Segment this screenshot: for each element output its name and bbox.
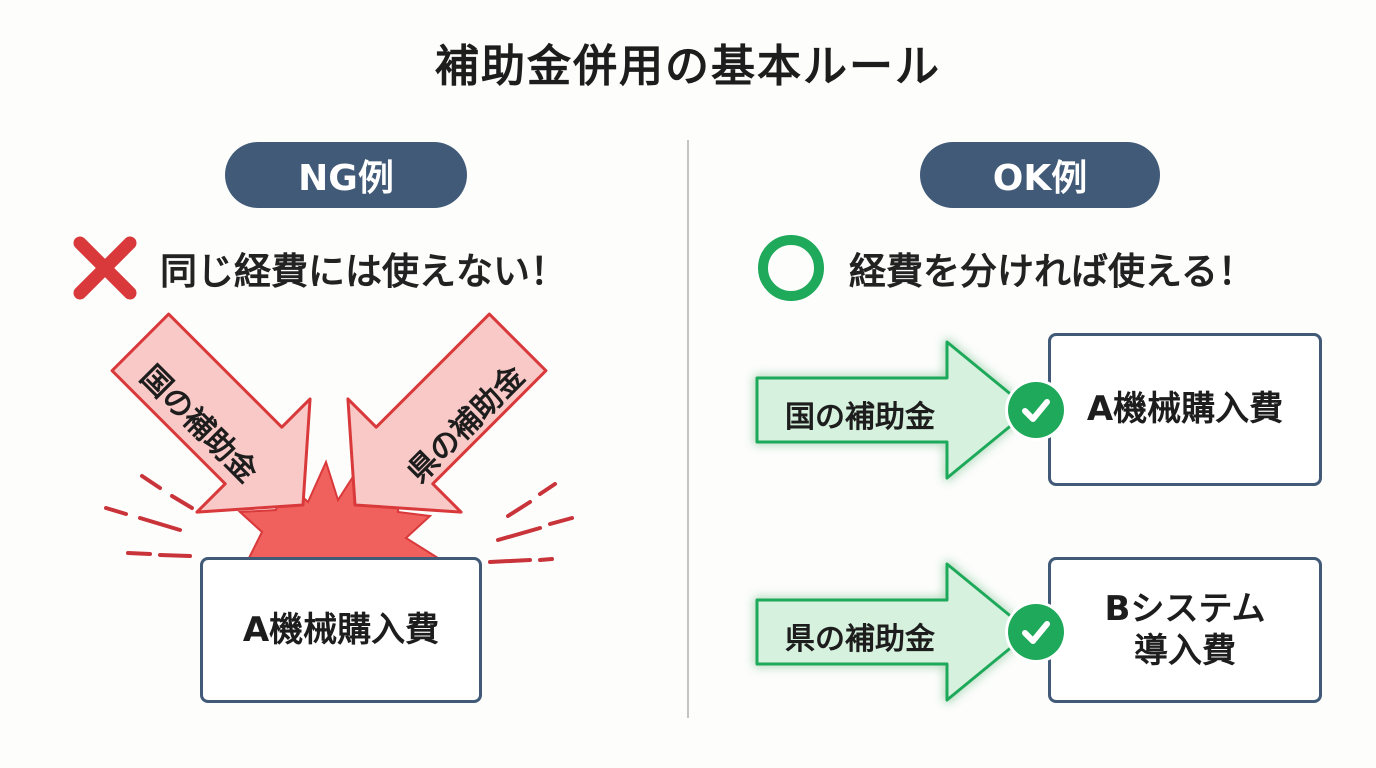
ng-arrow-national: [110, 312, 312, 514]
ng-heading-text: 同じ経費には使えない！: [160, 250, 567, 293]
page-title: 補助金併用の基本ルール: [435, 41, 941, 92]
ok-target-b-line-1: Bシステム: [1104, 588, 1266, 629]
ok-arrow-prefecture: [755, 562, 1032, 702]
ok-heading-text: 経費を分ければ使える！: [849, 250, 1255, 293]
cross-icon: [73, 236, 137, 300]
impact-lines-right: [488, 482, 574, 564]
ng-arrow-prefecture: [346, 312, 548, 514]
circle-icon: [758, 235, 824, 301]
ok-arrow-national: [755, 340, 1032, 480]
check-icon: [1008, 604, 1064, 660]
ng-target-box: A機械購入費: [200, 557, 482, 703]
impact-lines-left: [104, 474, 194, 558]
ok-arrow-label-prefecture: 県の補助金: [785, 622, 935, 657]
ok-heading: 経費を分ければ使える！: [755, 235, 1255, 301]
ok-target-a-line-1: A機械購入費: [1086, 389, 1284, 430]
ng-heading: 同じ経費には使えない！: [72, 236, 567, 300]
ng-badge: NG例: [225, 142, 467, 208]
ok-badge: OK例: [920, 142, 1160, 208]
ok-arrow-label-national: 国の補助金: [785, 400, 935, 435]
ok-target-box-a: A機械購入費: [1048, 333, 1322, 486]
ok-target-box-b: Bシステム 導入費: [1048, 557, 1322, 703]
check-icon: [1008, 382, 1064, 438]
ok-target-b-line-2: 導入費: [1134, 631, 1236, 671]
center-divider: [687, 140, 689, 718]
